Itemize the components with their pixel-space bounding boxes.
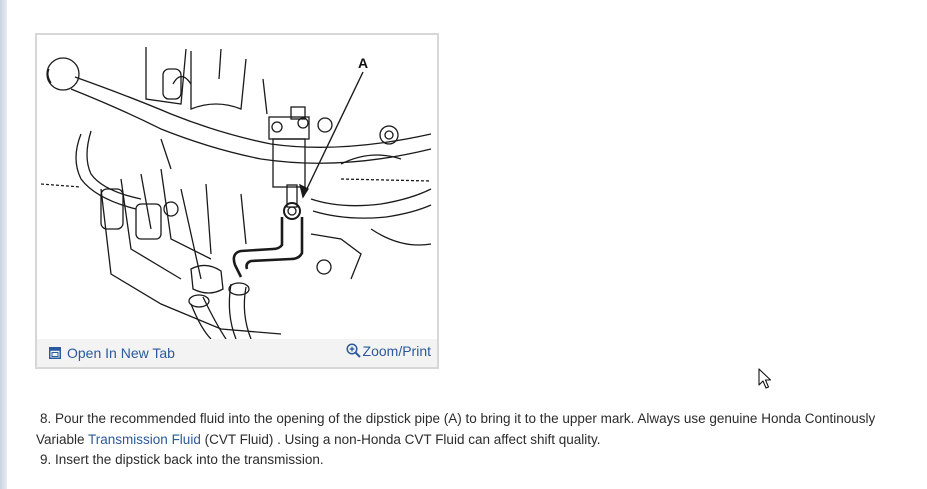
step-9-text: Insert the dipstick back into the transm… [55, 452, 324, 467]
transmission-fluid-link[interactable]: Transmission Fluid [88, 431, 201, 447]
mouse-pointer-icon [758, 368, 772, 389]
instruction-steps: 8. Pour the recommended fluid into the o… [36, 409, 896, 471]
step-8-text-after: (CVT Fluid) . Using a non-Honda CVT Flui… [204, 431, 601, 447]
left-window-edge [0, 0, 7, 489]
open-in-new-tab-label: Open In New Tab [67, 345, 175, 361]
step-9-number: 9. [40, 452, 52, 467]
new-tab-icon [49, 347, 61, 359]
magnifier-plus-icon [345, 342, 361, 358]
figure-toolbar: Open In New Tab Zoom/Print [37, 339, 437, 367]
zoom-print-label: Zoom/Print [362, 343, 431, 359]
step-9: 9. Insert the dipstick back into the tra… [36, 450, 896, 471]
figure-container: A Open In New Tab Zoom/Print [35, 33, 439, 369]
callout-label-a: A [358, 55, 369, 71]
zoom-print-link[interactable]: Zoom/Print [345, 342, 431, 359]
step-8: 8. Pour the recommended fluid into the o… [36, 409, 896, 450]
open-in-new-tab-link[interactable]: Open In New Tab [49, 345, 175, 361]
step-8-number: 8. [40, 411, 52, 426]
step-8-text: Pour the recommended fluid into the open… [36, 411, 876, 447]
dipstick-diagram-image[interactable]: A [41, 39, 435, 341]
